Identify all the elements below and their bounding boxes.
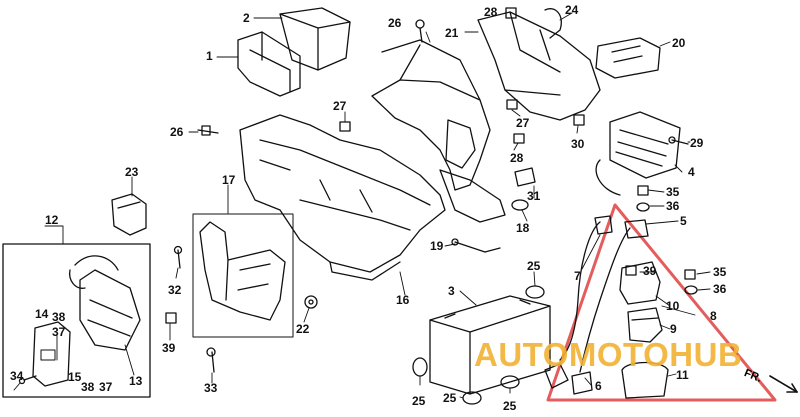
callout-35: 35 — [713, 265, 727, 279]
watermark-text: AUTOMOTOHUB — [474, 336, 743, 373]
callout-39-left: 39 — [162, 341, 176, 355]
callout-31: 31 — [527, 189, 541, 203]
callout-32: 32 — [168, 283, 182, 297]
part-3-battery — [429, 295, 551, 395]
callout-25-a: 25 — [527, 259, 541, 273]
callout-28-top: 28 — [484, 5, 498, 19]
part-9-relay — [627, 307, 663, 343]
callout-7: 7 — [574, 269, 581, 283]
part-39-nut-right — [625, 265, 637, 276]
part-35-nut-a — [637, 185, 649, 196]
part-1-bracket-rubber — [237, 31, 301, 97]
callout-37: 37 — [99, 380, 113, 394]
callout-1: 1 — [206, 49, 213, 63]
callout-19: 19 — [430, 239, 444, 253]
callout-37-top: 37 — [52, 325, 66, 339]
callout-28: 28 — [510, 151, 524, 165]
callout-35-top: 35 — [666, 185, 680, 199]
callout-18: 18 — [516, 221, 530, 235]
callout-24: 24 — [565, 3, 579, 17]
part-36-washer-b — [684, 285, 698, 295]
callout-36: 36 — [713, 282, 727, 296]
leader-lines — [13, 12, 711, 399]
callout-10: 10 — [666, 299, 680, 313]
part-7-cable — [559, 215, 613, 361]
part-25-cushion-a — [525, 285, 545, 299]
part-25-cushion-b — [412, 357, 428, 377]
part-17-bracket — [192, 213, 294, 338]
callout-8: 8 — [710, 309, 717, 323]
callout-20: 20 — [672, 36, 686, 50]
fr-arrow-icon — [769, 375, 798, 393]
callout-27-right: 27 — [516, 116, 530, 130]
callout-12: 12 — [45, 213, 59, 227]
callout-22: 22 — [296, 322, 310, 336]
callout-13: 13 — [129, 374, 143, 388]
part-33-bolt — [206, 347, 216, 373]
callout-15: 15 — [68, 370, 82, 384]
callout-30: 30 — [571, 137, 585, 151]
part-21-upper-cover — [371, 39, 506, 223]
callout-4: 4 — [688, 165, 695, 179]
callout-26-left: 26 — [170, 125, 184, 139]
part-12-group-box — [2, 243, 151, 398]
callout-9: 9 — [670, 322, 677, 336]
callout-39-right: 39 — [643, 264, 657, 278]
part-14-fuse-box — [32, 321, 71, 387]
callout-2: 2 — [243, 11, 250, 25]
part-32-bolt — [173, 245, 183, 269]
callout-6: 6 — [595, 379, 602, 393]
callout-11: 11 — [676, 368, 689, 382]
callout-29: 29 — [690, 136, 704, 150]
part-26-bolt — [197, 125, 219, 136]
callout-33: 33 — [204, 381, 218, 395]
part-27-nut-a — [339, 121, 351, 132]
part-2-cover — [279, 7, 351, 71]
part-19-bolt — [451, 238, 501, 253]
part-11-cover — [621, 361, 669, 399]
part-16-battery-box — [239, 114, 446, 281]
callout-17: 17 — [222, 173, 236, 187]
part-22-grommet — [304, 295, 318, 309]
part-26-bolt-top — [415, 19, 425, 43]
part-36-washer-a — [636, 202, 650, 212]
callout-25-d: 25 — [503, 399, 517, 413]
part-31-rubber — [514, 167, 536, 187]
part-27-nut-b — [506, 99, 518, 110]
part-28-nut-b — [513, 133, 525, 144]
callout-16: 16 — [396, 293, 410, 307]
callout-5: 5 — [680, 214, 687, 228]
callout-26-top: 26 — [388, 16, 402, 30]
callout-36-top: 36 — [666, 199, 680, 213]
part-39-nut-left — [165, 312, 177, 324]
part-35-nut-b — [684, 269, 696, 280]
callout-25-b: 25 — [412, 394, 426, 408]
part-18-grommet — [511, 199, 529, 211]
part-23-clip — [111, 193, 147, 236]
part-34-screw — [18, 375, 37, 385]
callout-23: 23 — [125, 165, 139, 179]
callout-14: 14 — [35, 307, 49, 321]
callout-38: 38 — [81, 380, 95, 394]
part-10-relay — [619, 261, 661, 305]
part-29-bolt — [668, 136, 689, 145]
part-4-regulator — [595, 111, 681, 196]
part-30-nut — [573, 114, 585, 126]
callout-27-left: 27 — [333, 99, 347, 113]
callout-34: 34 — [10, 369, 24, 383]
callout-38-top: 38 — [52, 310, 66, 324]
part-20-relay — [595, 37, 661, 79]
watermark-triangle — [546, 203, 777, 402]
part-6-terminal — [544, 363, 593, 395]
callout-21: 21 — [445, 26, 459, 40]
part-24-hook — [544, 8, 562, 39]
callout-25-c: 25 — [443, 391, 457, 405]
part-21-bracket-right — [477, 11, 601, 121]
callout-3: 3 — [448, 284, 455, 298]
part-5-cable — [579, 219, 649, 373]
